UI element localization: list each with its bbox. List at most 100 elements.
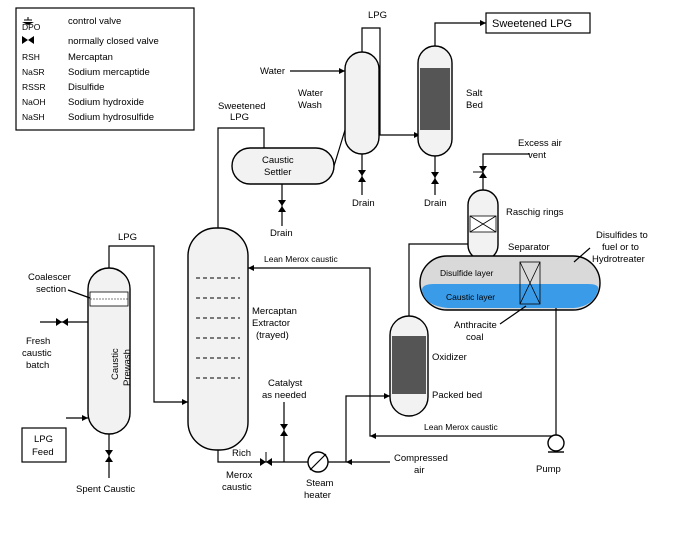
arrow-icon <box>384 393 390 399</box>
rich-label-1: Rich <box>232 448 251 459</box>
arrow-icon <box>414 132 420 138</box>
closed-valve-icon <box>22 36 34 44</box>
closed-valve-icon <box>105 450 113 462</box>
disulfides-label-1: Disulfides to <box>596 230 648 241</box>
mercaptan-extractor-vessel <box>187 227 249 451</box>
coalescer-pointer <box>67 289 91 299</box>
drain-wash-label: Drain <box>352 198 375 209</box>
legend-text-5: Sodium hydroxide <box>68 97 144 108</box>
compressed-label-1: Compressed <box>394 453 448 464</box>
legend-text-0: control valve <box>68 16 121 27</box>
sweetened-lpg-box-label: Sweetened LPG <box>492 18 572 30</box>
spent-caustic-label: Spent Caustic <box>76 484 135 495</box>
excess-air-label-2: vent <box>528 150 546 161</box>
extractor-to-settler-line <box>217 127 265 230</box>
prewash-to-extractor-line <box>108 245 188 403</box>
water-wash-label-2: Wash <box>298 100 322 111</box>
caustic-layer-fill <box>422 284 599 308</box>
steam-label-2: heater <box>304 490 331 501</box>
heater-to-oxidizer-line <box>328 395 390 463</box>
closed-valve-icon <box>278 200 286 212</box>
closed-valve-icon <box>431 172 439 184</box>
disulfide-layer-label: Disulfide layer <box>440 268 494 278</box>
raschig-rings-label: Raschig rings <box>506 207 564 218</box>
lpg-to-salt-line <box>361 27 420 136</box>
lean-merox-top-label: Lean Merox caustic <box>264 254 338 264</box>
arrow-icon <box>82 415 88 421</box>
salt-bed-label-2: Bed <box>466 100 483 111</box>
legend-symbol-5: NaOH <box>22 97 46 107</box>
arrow-icon <box>339 68 345 74</box>
control-valve-icon <box>260 452 272 466</box>
lpg-feed-label-1: LPG <box>34 434 53 445</box>
anthracite-pointer <box>499 305 527 325</box>
legend-symbol-2: RSH <box>22 52 40 62</box>
salt-to-product-line <box>434 22 486 46</box>
disulfides-line <box>573 247 591 263</box>
legend-text-3: Sodium mercaptide <box>68 67 150 78</box>
drain-settler-label: Drain <box>270 228 293 239</box>
separator-label: Separator <box>508 242 550 253</box>
lpg-feed-label-2: Feed <box>32 447 54 458</box>
legend-box <box>15 7 195 131</box>
arrow-icon <box>346 459 352 465</box>
disulfides-label-2: fuel or to <box>602 242 639 253</box>
salt-bed-fill <box>420 68 450 130</box>
catalyst-label-1: Catalyst <box>268 378 303 389</box>
caustic-layer-label: Caustic layer <box>446 292 495 302</box>
fresh-caustic-label-3: batch <box>26 360 49 371</box>
legend-symbol-4: RSSR <box>22 82 46 92</box>
arrow-icon <box>182 399 188 405</box>
coalescer-label-1: Coalescer <box>28 272 71 283</box>
water-wash-vessel <box>344 51 380 155</box>
fresh-caustic-label-2: caustic <box>22 348 52 359</box>
salt-bed-label-1: Salt <box>466 88 483 99</box>
lpg-feed-box <box>21 427 67 463</box>
control-valve-icon <box>22 17 34 25</box>
lpg-prewash-label: LPG <box>118 232 137 243</box>
legend-text-4: Disulfide <box>68 82 104 93</box>
legend-symbol-3: NaSR <box>22 67 45 77</box>
lean-merox-top-line <box>248 267 556 437</box>
extractor-trays <box>196 277 240 379</box>
lean-merox-bottom-label: Lean Merox caustic <box>424 422 498 432</box>
mercaptan-label-2: Extractor <box>252 318 290 329</box>
compressed-label-2: air <box>414 465 425 476</box>
caustic-settler-label-1: Caustic <box>262 155 294 166</box>
steam-label-1: Steam <box>306 478 334 489</box>
mercaptan-label-3: (trayed) <box>256 330 289 341</box>
rich-label-3: caustic <box>222 482 252 493</box>
pump-icon <box>547 434 565 452</box>
anthracite-label-1: Anthracite <box>454 320 497 331</box>
mercaptan-label-1: Mercaptan <box>252 306 297 317</box>
rich-caustic-line <box>217 450 310 463</box>
rich-label-2: Merox <box>226 470 253 481</box>
closed-valve-icon <box>280 424 288 436</box>
caustic-prewash-label-2: Prewash <box>122 349 133 386</box>
pump-label: Pump <box>536 464 561 475</box>
coalescer-label-2: section <box>36 284 66 295</box>
water-wash-label-1: Water <box>298 88 323 99</box>
oxidizer-to-separator-line <box>408 243 470 316</box>
arrow-icon <box>248 265 254 271</box>
catalyst-label-2: as needed <box>262 390 306 401</box>
caustic-settler-vessel <box>231 147 335 185</box>
legend-text-2: Mercaptan <box>68 52 113 63</box>
sweetened-lpg-label-2: LPG <box>230 112 249 123</box>
legend-symbol-0: DPO <box>22 22 41 32</box>
oxidizer-label: Oxidizer <box>432 352 467 363</box>
vent-line <box>482 153 530 190</box>
settler-to-wash-line <box>333 129 346 167</box>
arrow-icon <box>370 433 376 439</box>
arrow-icon <box>480 20 486 26</box>
water-label: Water <box>260 66 285 77</box>
legend-symbol-6: NaSH <box>22 112 45 122</box>
lpg-top-label: LPG <box>368 10 387 21</box>
closed-valve-icon <box>56 318 68 326</box>
raschig-rings-mesh <box>469 215 497 233</box>
closed-valve-icon <box>358 170 366 182</box>
anthracite-mesh <box>519 261 541 305</box>
excess-air-label-1: Excess air <box>518 138 562 149</box>
legend: DPO control valve normally closed valve … <box>15 7 195 131</box>
